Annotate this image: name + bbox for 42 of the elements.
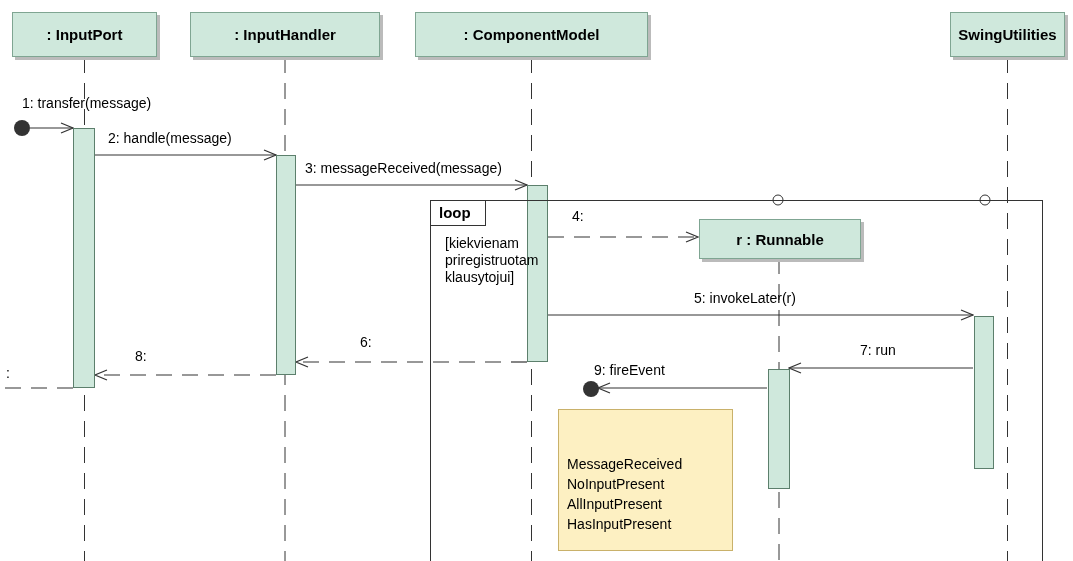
lifeline-head: [950, 12, 1065, 57]
message-arrow: [94, 149, 277, 161]
message-arrow: [29, 122, 74, 134]
message-arrow: [547, 231, 699, 243]
lifeline-head: [190, 12, 380, 57]
message-end-dot: [14, 120, 30, 136]
message-label: 4:: [572, 208, 584, 224]
lifeline-name: r : Runnable: [736, 230, 824, 248]
message-arrow: [597, 382, 768, 394]
lifeline-name: : InputPort: [46, 26, 123, 43]
lifeline-name: : ComponentModel: [463, 26, 600, 43]
note-text: AllInputPresent: [567, 495, 663, 514]
message-end-dot: [583, 381, 599, 397]
lifeline-name: SwingUtilities: [958, 26, 1057, 43]
lifeline-head: [699, 219, 861, 259]
message-label: 6:: [360, 334, 372, 350]
activation-bar: [276, 155, 296, 375]
message-arrow: [295, 179, 528, 191]
message-arrow: [295, 356, 528, 368]
message-label: 7: run: [860, 342, 896, 358]
note-text: NoInputPresent: [567, 475, 666, 494]
message-label: 5: invokeLater(r): [694, 290, 796, 306]
activation-bar: [768, 369, 790, 489]
message-arrow: [788, 362, 974, 374]
message-label: 9: fireEvent: [594, 362, 665, 378]
message-arrow: [94, 369, 277, 381]
activation-bar: [974, 316, 994, 469]
message-label: 1: transfer(message): [22, 95, 152, 111]
note-text: MessageReceived: [567, 455, 684, 474]
loop-frame: [430, 200, 1043, 561]
message-label: 2: handle(message): [108, 130, 232, 146]
lifeline-name: : InputHandler: [234, 26, 336, 43]
note-text: HasInputPresent: [567, 515, 673, 534]
lifeline-head: [12, 12, 157, 57]
note-box: [558, 409, 733, 551]
message-label: 8:: [135, 348, 147, 364]
frame-operator: loop: [430, 200, 486, 226]
lifeline-head: [415, 12, 648, 57]
message-label: 3: messageReceived(message): [305, 160, 502, 176]
message-arrow: [547, 309, 974, 321]
activation-bar: [73, 128, 95, 388]
message-label: :: [6, 365, 10, 381]
